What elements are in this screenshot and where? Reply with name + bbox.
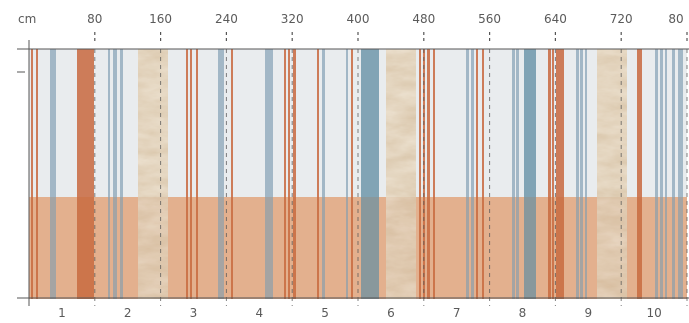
- copper-stripe: [433, 49, 435, 299]
- copper-stripe: [476, 49, 478, 299]
- panel-number-label: 4: [255, 306, 264, 320]
- copper-stripe: [548, 49, 551, 299]
- copper-stripe: [186, 49, 188, 299]
- panel-number-label: 1: [58, 306, 66, 320]
- blue-stripe: [655, 49, 658, 299]
- panel-number-label: 5: [321, 306, 329, 320]
- blue-stripe: [672, 49, 675, 299]
- blue-stripe: [665, 49, 667, 299]
- ruler-top-label: 80: [87, 12, 103, 26]
- copper-stripe: [77, 49, 94, 299]
- copper-stripe: [190, 49, 192, 299]
- blue-stripe: [580, 49, 583, 299]
- blue-stripe: [120, 49, 123, 299]
- blue-stripe: [466, 49, 469, 299]
- copper-stripe: [36, 49, 38, 299]
- ruler-top-label: 320: [280, 12, 304, 26]
- unit-label: cm: [18, 12, 37, 26]
- copper-stripe: [31, 49, 33, 299]
- blue-stripe: [585, 49, 587, 299]
- ruler-top-label: 720: [609, 12, 633, 26]
- blue-stripe: [471, 49, 474, 299]
- blue-stripe: [322, 49, 325, 299]
- copper-stripe: [482, 49, 484, 299]
- blue-stripe: [218, 49, 224, 299]
- copper-stripe: [419, 49, 421, 299]
- marble-texture: [597, 49, 627, 299]
- copper-stripe: [637, 49, 642, 299]
- ruler-top-label: 560: [478, 12, 502, 26]
- marble-texture: [386, 49, 416, 299]
- ruler-top-label: 640: [543, 12, 567, 26]
- copper-stripe: [317, 49, 319, 299]
- copper-stripe: [196, 49, 198, 299]
- panel-number-label: 2: [123, 306, 132, 320]
- blue-stripe: [50, 49, 56, 299]
- panel-number-label: 6: [387, 306, 395, 320]
- copper-stripe: [284, 49, 286, 299]
- blue-stripe: [678, 49, 683, 299]
- ruler-top-label: 80: [668, 12, 684, 26]
- blue-stripe: [516, 49, 519, 299]
- blue-stripe: [512, 49, 515, 299]
- panel-number-label: 10: [646, 306, 662, 320]
- copper-stripe: [351, 49, 353, 299]
- ruler-top-label: 240: [214, 12, 238, 26]
- blue-stripe: [576, 49, 579, 299]
- blue-stripe: [346, 49, 348, 299]
- steel-blue-band: [524, 49, 536, 299]
- panel-number-label: 8: [518, 306, 527, 320]
- copper-stripe: [556, 49, 564, 299]
- copper-stripe: [293, 49, 296, 299]
- blue-stripe: [113, 49, 117, 299]
- copper-stripe: [423, 49, 425, 299]
- panel-number-label: 7: [452, 306, 461, 320]
- panel-number-label: 3: [189, 306, 198, 320]
- copper-stripe: [552, 49, 554, 299]
- blue-stripe: [660, 49, 663, 299]
- blue-stripe: [108, 49, 110, 299]
- ruler-top-label: 400: [346, 12, 370, 26]
- ruler-top-label: 160: [149, 12, 173, 26]
- blue-stripe: [265, 49, 273, 299]
- panel-number-label: 9: [584, 306, 593, 320]
- steel-blue-band: [361, 49, 379, 299]
- copper-stripe: [427, 49, 430, 299]
- marble-texture: [138, 49, 168, 299]
- copper-stripe: [231, 49, 233, 299]
- copper-stripe: [288, 49, 290, 299]
- ruler-top-label: 480: [412, 12, 436, 26]
